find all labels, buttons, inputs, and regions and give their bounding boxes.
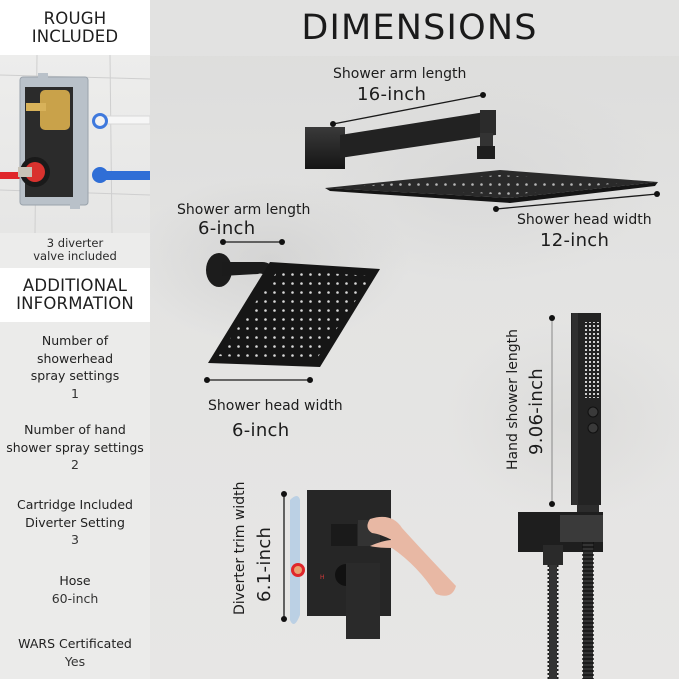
dimensions-header: DIMENSIONS	[150, 0, 679, 56]
rough-caption-line1: 3 diverter	[46, 236, 104, 250]
info-label: Hose	[59, 573, 91, 588]
info-value: 2	[71, 457, 79, 472]
info-label: shower spray settings	[6, 439, 144, 455]
info-label: Diverter Setting	[25, 514, 125, 530]
info-item-wars-certificated: WARS Certificated Yes	[0, 635, 150, 670]
small-arm-label: Shower arm length	[177, 202, 311, 218]
info-label: spray settings	[30, 368, 120, 383]
rough-title-line2: INCLUDED	[31, 26, 119, 46]
diverter-value: 6.1-inch	[254, 526, 275, 602]
small-head-label: Shower head width	[208, 398, 343, 414]
diverter-label: Diverter trim width	[232, 481, 248, 615]
hand-shower-label: Hand shower length	[505, 329, 521, 470]
rain-arm-label: Shower arm length	[333, 66, 467, 82]
additional-title-line1: ADDITIONAL	[22, 276, 128, 296]
dimensions-title: DIMENSIONS	[301, 8, 538, 48]
info-label: Cartridge Included	[16, 497, 133, 512]
rough-included-header: ROUGH INCLUDED	[0, 0, 150, 55]
info-value: Yes	[64, 653, 86, 669]
rough-caption: 3 diverter valve included	[0, 233, 150, 268]
additional-title-line2: INFORMATION	[16, 294, 134, 313]
info-value: 3	[71, 532, 79, 547]
info-label: Number of	[41, 333, 109, 348]
left-info-column: ROUGH INCLUDED	[0, 0, 150, 679]
rough-in-valve-icon	[0, 55, 150, 233]
info-label: Number of hand	[24, 422, 126, 437]
hand-shower-value: 9.06-inch	[526, 368, 547, 455]
info-value: 60-inch	[51, 590, 99, 606]
rain-arm-value: 16-inch	[357, 84, 427, 105]
additional-info-header: ADDITIONAL INFORMATION	[0, 268, 150, 322]
info-item-showerhead-spray-settings: Number of showerhead spray settings 1	[0, 332, 150, 402]
additional-info-list: Number of showerhead spray settings 1 Nu…	[0, 322, 150, 679]
small-arm-value: 6-inch	[198, 218, 256, 239]
info-label: showerhead	[36, 350, 114, 366]
info-item-hand-shower-spray-settings: Number of hand shower spray settings 2	[0, 421, 150, 474]
info-item-hose: Hose 60-inch	[0, 572, 150, 607]
info-item-diverter-setting: Cartridge Included Diverter Setting 3	[0, 496, 150, 549]
info-value: 1	[71, 385, 79, 401]
small-head-value: 6-inch	[232, 420, 290, 441]
rain-head-value: 12-inch	[540, 230, 610, 251]
rain-head-label: Shower head width	[517, 212, 652, 228]
info-label: WARS Certificated	[18, 636, 132, 651]
rough-title-line1: ROUGH	[43, 8, 107, 28]
rough-caption-line2: valve included	[33, 249, 117, 263]
rough-in-valve-image	[0, 55, 150, 233]
